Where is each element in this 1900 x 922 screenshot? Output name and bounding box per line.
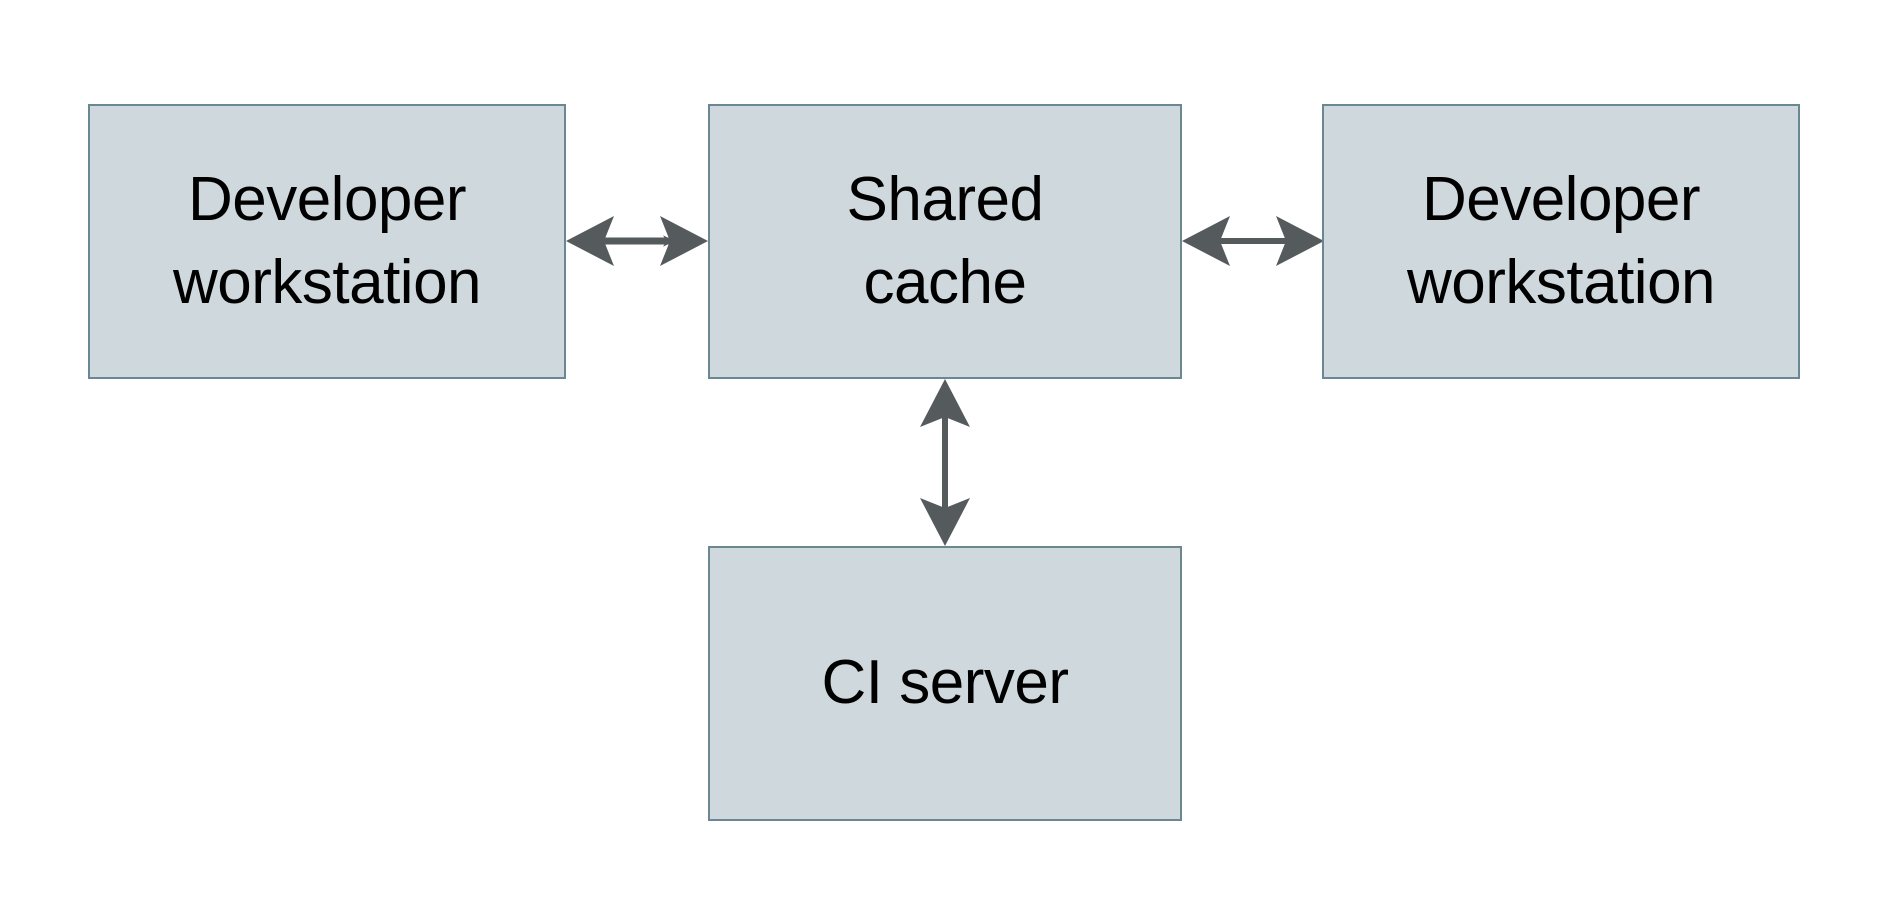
node-label: Developer workstation — [172, 165, 482, 317]
node-label: Shared cache — [846, 165, 1044, 317]
edge-ci-cache — [920, 379, 970, 546]
node-label: CI server — [821, 648, 1069, 718]
edge-cache-dev-right — [1182, 216, 1324, 266]
node-label: Developer workstation — [1406, 165, 1716, 317]
node-shared-cache[interactable]: Shared cache — [708, 104, 1182, 379]
node-ci-server[interactable]: CI server — [708, 546, 1182, 821]
node-developer-workstation-left[interactable]: Developer workstation — [88, 104, 566, 379]
edge-dev-left-cache — [566, 216, 708, 266]
node-developer-workstation-right[interactable]: Developer workstation — [1322, 104, 1800, 379]
